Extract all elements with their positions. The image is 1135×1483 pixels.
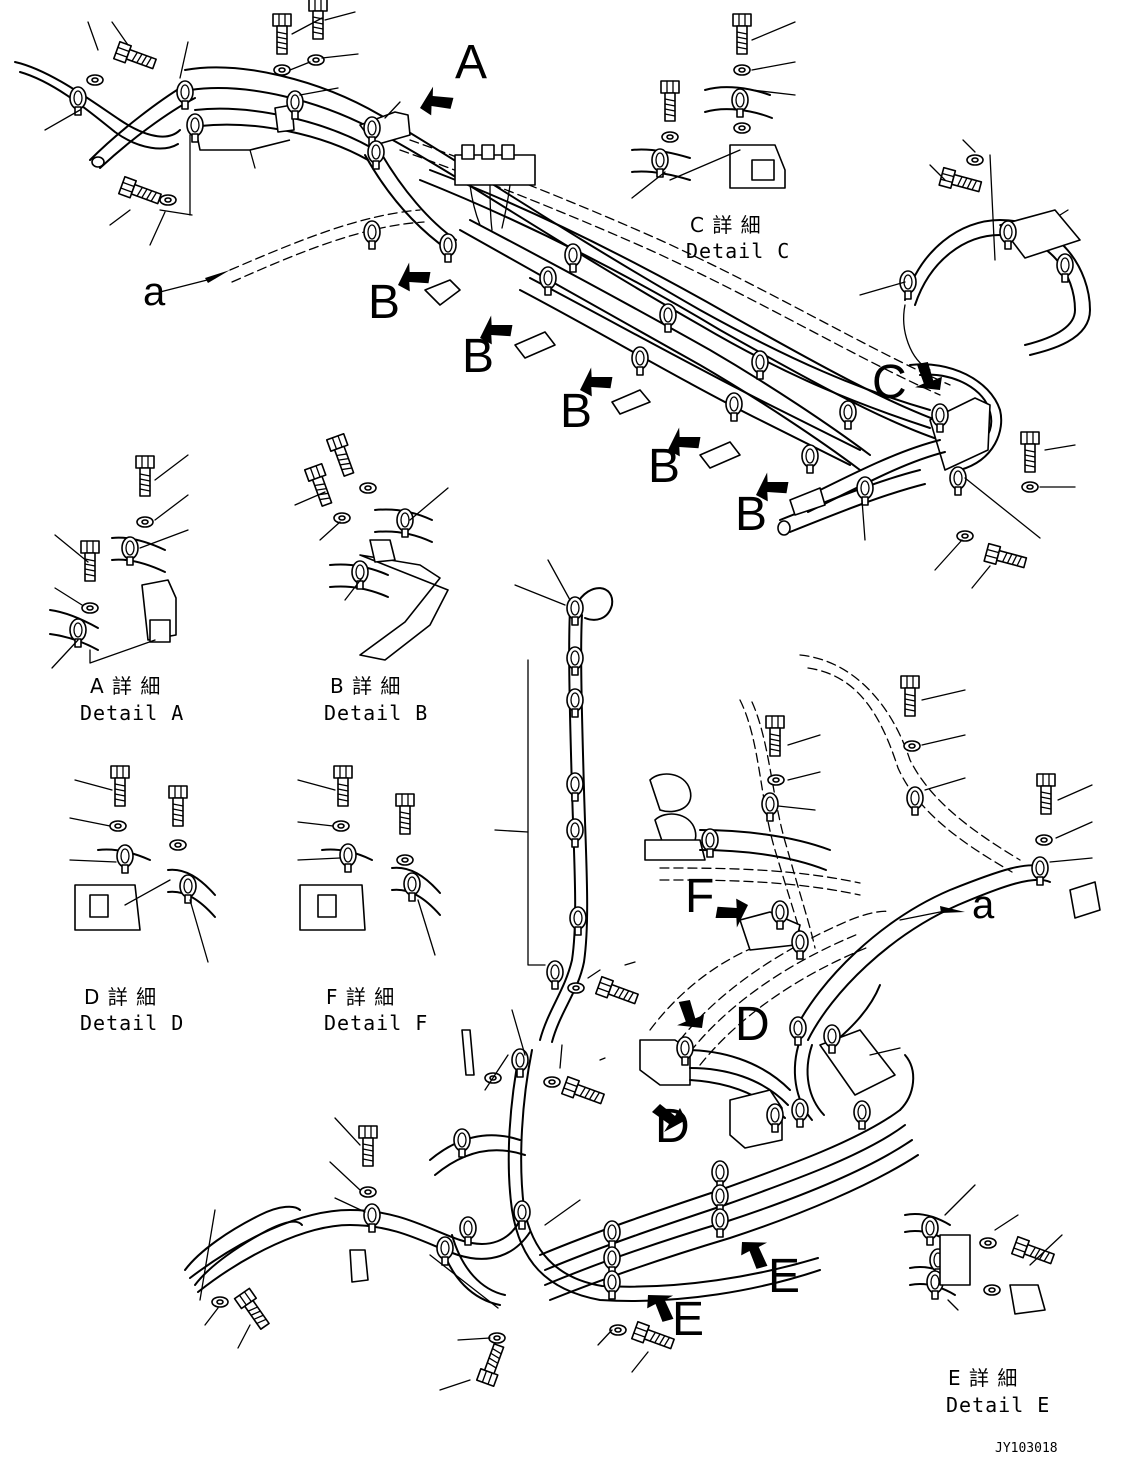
detail-f-caption-jp: F 詳 細 (326, 985, 395, 1009)
callout-view-e-2: E (672, 1293, 704, 1346)
drawing-code: JY103018 (995, 1441, 1058, 1456)
top-harness-assembly (14, 0, 1091, 589)
detail-a-caption-en: Detail A (80, 701, 184, 725)
view-arrows-top (159, 80, 950, 509)
detail-a-drawing (49, 454, 189, 669)
detail-b-caption-en: Detail B (324, 701, 428, 725)
callout-view-c: C (872, 356, 907, 409)
callout-view-b-5: B (735, 488, 767, 541)
detail-e-caption-en: Detail E (946, 1393, 1050, 1417)
detail-d-caption-jp: D 詳 細 (84, 985, 157, 1009)
detail-f-caption-en: Detail F (324, 1011, 428, 1035)
detail-d-caption-en: Detail D (80, 1011, 184, 1035)
callout-view-b-1: B (368, 276, 400, 329)
callout-connection-a-2: a (972, 883, 995, 927)
callout-view-d-1: D (735, 998, 770, 1051)
detail-b-caption-jp: B 詳 細 (330, 674, 401, 698)
detail-f-drawing (297, 765, 441, 956)
callout-view-d-2: D (655, 1100, 690, 1153)
detail-c-caption-en: Detail C (686, 239, 790, 263)
detail-c-caption-jp: C 詳 細 (690, 213, 762, 237)
callout-view-a: A (455, 36, 487, 89)
callout-view-b-2: B (462, 330, 494, 383)
detail-e-caption-jp: E 詳 細 (948, 1366, 1018, 1390)
callout-view-b-3: B (560, 385, 592, 438)
callout-view-e-1: E (768, 1250, 800, 1303)
lower-harness-assembly (184, 559, 1101, 1391)
callout-view-b-4: B (648, 440, 680, 493)
detail-a-caption-jp: A 詳 細 (90, 674, 161, 698)
callout-view-f: F (685, 870, 714, 923)
detail-b-drawing (294, 432, 449, 661)
detail-c-drawing (631, 13, 796, 199)
callout-connection-a-1: a (143, 270, 166, 314)
detail-e-drawing (904, 1184, 1063, 1315)
detail-d-drawing (69, 765, 216, 963)
